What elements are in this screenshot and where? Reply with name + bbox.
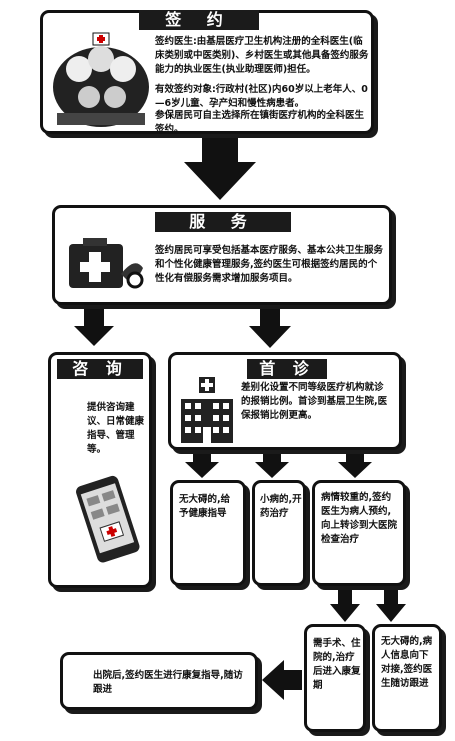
arrow-first-to-small3 xyxy=(338,450,372,478)
outcome-serious-text: 病情较重的,签约医生为病人预约,向上转诊到大医院检查治疗 xyxy=(321,492,398,545)
first-diagnosis-box: 首 诊 差别化设置不同等级医疗机构就诊的报销比例。首诊到基层卫生院,医保报销比例… xyxy=(168,352,402,450)
outcome-followup-text: 无大碍的,病人信息向下对接,签约医生随访跟进 xyxy=(381,636,433,689)
sign-body: 签约医生:由基层医疗卫生机构注册的全科医生(临床类别或中医类别)、乡村医生或其他… xyxy=(155,36,369,75)
sign-title: 签 约 xyxy=(139,10,259,30)
outcome-minor-box: 无大碍的,给予健康指导 xyxy=(170,480,246,586)
arrow-sign-to-service xyxy=(184,138,256,200)
consult-body: 提供咨询建议、日常健康指导、管理等。 xyxy=(87,402,145,455)
consult-box: 咨 询 提供咨询建议、日常健康指导、管理等。 xyxy=(48,352,152,588)
sign-target: 有效签约对象:行政村(社区)内60岁以上老年人、0—6岁儿童、孕产妇和慢性病患者… xyxy=(155,84,368,109)
first-body: 差别化设置不同等级医疗机构就诊的报销比例。首诊到基层卫生院,医保报销比例更高。 xyxy=(241,382,388,421)
outcome-surgery-text: 需手术、住院的,治疗后进入康复期 xyxy=(313,638,361,691)
phone-illustration xyxy=(73,463,145,573)
service-box: 服 务 签约居民可享受包括基本医疗服务、基本公共卫生服务和个性化健康管理服务,签… xyxy=(52,205,392,305)
outcome-minor-text: 无大碍的,给予健康指导 xyxy=(179,494,231,519)
arrow-small3-to-small5 xyxy=(376,588,406,622)
consult-title: 咨 询 xyxy=(57,359,143,379)
sign-box: 签 约 签约医生:由基层医疗卫生机构注册的全科医生(临床类别或中医类别)、乡村医… xyxy=(40,10,374,135)
outcome-followup-box: 无大碍的,病人信息向下对接,签约医生随访跟进 xyxy=(372,624,442,732)
arrow-service-to-consult xyxy=(74,308,114,346)
outcome-small-illness-text: 小病的,开药治疗 xyxy=(260,494,302,519)
service-title: 服 务 xyxy=(155,212,291,232)
medical-kit-illustration xyxy=(63,234,147,298)
first-title: 首 诊 xyxy=(247,359,327,379)
arrow-service-to-first xyxy=(249,304,291,348)
arrow-first-to-small2 xyxy=(255,450,289,478)
outcome-small-illness-box: 小病的,开药治疗 xyxy=(252,480,306,586)
service-body: 签约居民可享受包括基本医疗服务、基本公共卫生服务和个性化健康管理服务,签约医生可… xyxy=(155,245,384,284)
outcome-serious-box: 病情较重的,签约医生为病人预约,向上转诊到大医院检查治疗 xyxy=(312,480,406,586)
sign-note: 参保居民可自主选择所在镇街医疗机构的全科医生签约。 xyxy=(155,110,365,135)
discharge-text: 出院后,签约医生进行康复指导,随访跟进 xyxy=(93,670,243,695)
discharge-box: 出院后,签约医生进行康复指导,随访跟进 xyxy=(60,652,258,710)
outcome-surgery-box: 需手术、住院的,治疗后进入康复期 xyxy=(304,624,366,732)
doctors-group-illustration xyxy=(51,27,151,129)
arrow-small4-to-final xyxy=(262,660,302,700)
hospital-illustration xyxy=(177,373,237,445)
arrow-first-to-small1 xyxy=(185,450,219,478)
arrow-small3-to-small4 xyxy=(330,588,360,622)
